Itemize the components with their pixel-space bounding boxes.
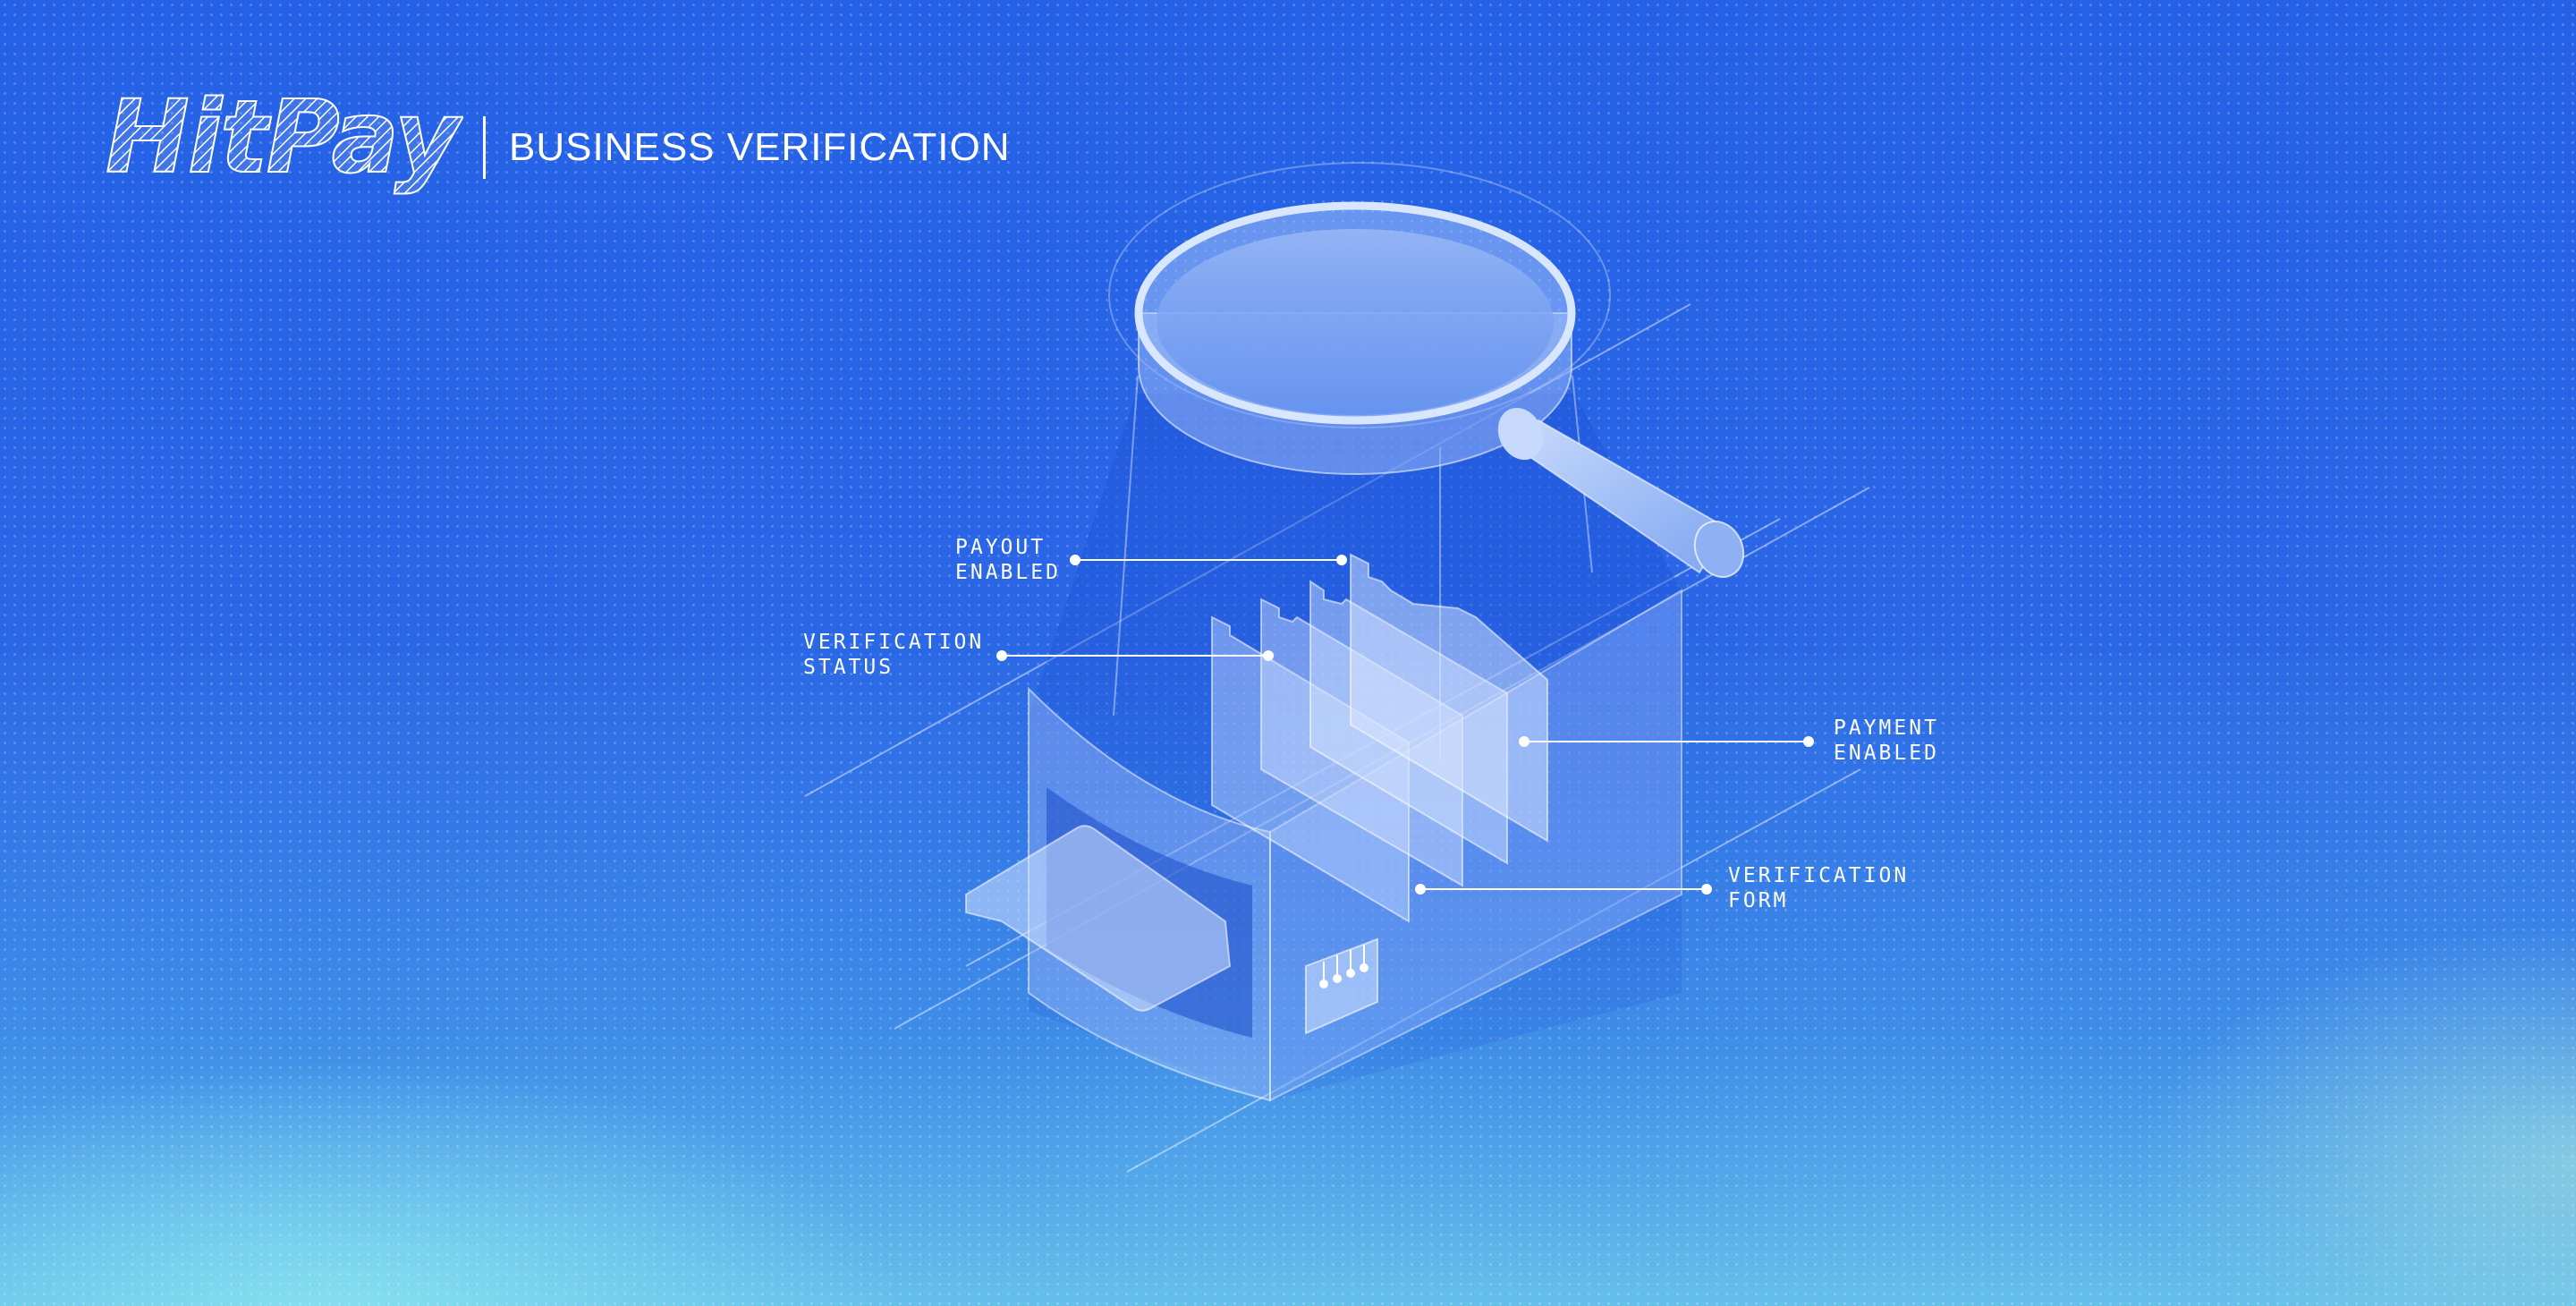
callout-label: VERIFICATION [1728,864,1910,887]
page-title: BUSINESS VERIFICATION [509,125,1011,169]
callout-payout-enabled: PAYOUT ENABLED [955,535,1061,585]
callout-verification-status: VERIFICATION STATUS [803,630,984,680]
callout-label: STATUS [803,656,894,679]
logo-wordmark: HitPay [106,93,463,196]
callout-leaders [996,555,1814,895]
callout-verification-form: VERIFICATION FORM [1728,863,1909,913]
callout-label: PAYOUT [955,536,1046,559]
magnifying-glass-icon [1108,162,1745,579]
callout-label: VERIFICATION [803,631,985,654]
callout-label: ENABLED [955,561,1061,584]
hitpay-logo-icon: HitPay [106,93,463,197]
header: HitPay BUSINESS VERIFICATION [106,93,1011,202]
document-folder-icon [1211,553,1548,923]
payment-card-icon [965,825,1232,1012]
header-divider [483,116,486,179]
callout-label: ENABLED [1834,742,1939,765]
callout-payment-enabled: PAYMENT ENABLED [1834,716,1939,766]
chip-icon [1305,937,1378,1035]
callout-label: FORM [1728,889,1789,912]
callout-label: PAYMENT [1834,717,1939,740]
